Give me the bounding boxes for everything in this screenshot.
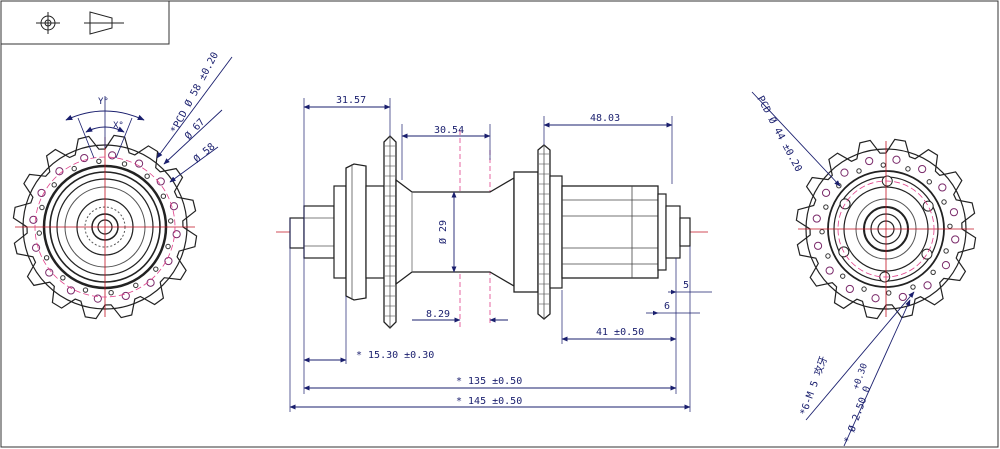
right-end-view <box>795 138 977 320</box>
spoke-hole <box>910 284 916 290</box>
spoke-hole <box>865 156 874 166</box>
spoke-hole <box>905 166 911 172</box>
spoke-hole <box>146 278 155 287</box>
spoke-hole <box>923 281 932 290</box>
spoke-hole <box>66 286 76 295</box>
spoke-hole <box>941 199 947 205</box>
spoke-hole <box>96 158 102 164</box>
spoke-hole <box>921 248 933 260</box>
spoke-hole <box>36 230 42 236</box>
spoke-hole <box>845 284 854 294</box>
spoke-hole <box>43 255 50 261</box>
spoke-hole <box>37 188 46 198</box>
spoke-hole <box>938 183 947 192</box>
spoke-hole <box>943 248 949 254</box>
spoke-hole <box>164 256 173 266</box>
dim-48-03-label: 48.03 <box>590 113 620 124</box>
spoke-hole <box>823 204 829 210</box>
spoke-hole <box>949 208 959 217</box>
spoke-hole <box>156 177 165 186</box>
spoke-hole <box>861 286 867 292</box>
position-tolerance-icon <box>36 12 60 34</box>
right-flange-teeth <box>539 153 549 305</box>
pcd-44-label: PCD Ø 44 ±0.20 <box>754 94 804 174</box>
right-rotor-bolt-holes <box>838 175 934 283</box>
spoke-hole <box>93 294 102 303</box>
spoke-hole <box>39 204 45 211</box>
hole-diameter-label: * Ø 2.50 0 <box>842 384 874 445</box>
spoke-hole <box>871 294 880 303</box>
spoke-hole <box>60 275 66 281</box>
spoke-hole <box>153 266 159 272</box>
spoke-hole <box>71 165 77 172</box>
spoke-hole <box>926 179 932 185</box>
spoke-hole <box>108 290 114 296</box>
title-block <box>0 0 170 45</box>
angle-x-label: X° <box>113 121 124 131</box>
right-spoke-holes <box>812 155 960 303</box>
spoke-hole <box>951 235 960 244</box>
spoke-hole <box>819 229 825 235</box>
spoke-hole <box>82 287 89 293</box>
spoke-hole <box>880 162 886 168</box>
dia-58-label: Ø 58 <box>191 141 217 166</box>
dim-31-57-label: 31.57 <box>336 95 366 106</box>
spoke-hole <box>821 188 831 197</box>
spoke-hole <box>840 273 846 279</box>
left-spoke-holes <box>29 151 181 303</box>
dim-5-label: 5 <box>683 280 689 291</box>
spoke-hole <box>812 214 821 223</box>
dim-d29-label: Ø 29 <box>437 220 449 244</box>
spoke-hole <box>892 155 901 164</box>
thread-label: *6-M 5 攻牙 <box>797 354 830 417</box>
side-view-dimensions: 31.57 30.54 48.03 Ø 29 8.29 41 ±0.50 5 6… <box>289 95 712 412</box>
spoke-hole <box>825 266 834 275</box>
hub-side-view <box>276 130 708 330</box>
left-end-view <box>12 134 198 320</box>
spoke-hole <box>108 151 117 160</box>
spoke-hole <box>51 182 57 188</box>
angle-y-label: Y° <box>98 97 109 107</box>
spoke-hole <box>165 243 171 250</box>
first-angle-projection-icon <box>84 11 124 35</box>
spoke-hole <box>31 243 41 252</box>
spoke-hole <box>886 290 892 296</box>
dim-6-label: 6 <box>664 301 670 312</box>
spoke-hole <box>168 218 174 224</box>
spoke-hole <box>45 268 54 277</box>
spoke-hole <box>144 173 150 179</box>
spoke-hole <box>160 193 167 199</box>
dim-30-54-label: 30.54 <box>434 125 464 136</box>
left-flange-teeth <box>385 145 395 317</box>
dim-145-label: * 145 ±0.50 <box>456 396 522 407</box>
spoke-hole <box>941 261 951 270</box>
spoke-hole <box>825 253 831 259</box>
spoke-hole <box>856 168 862 174</box>
spoke-hole <box>813 241 823 250</box>
spoke-hole <box>918 164 927 174</box>
spoke-hole <box>80 153 89 163</box>
spoke-hole <box>930 269 936 275</box>
spoke-hole <box>133 282 139 289</box>
spoke-hole <box>922 200 934 212</box>
spoke-hole <box>840 168 849 177</box>
spoke-hole <box>121 161 128 167</box>
dim-135-label: * 135 ±0.50 <box>456 376 522 387</box>
spoke-hole <box>898 292 907 302</box>
spoke-hole <box>947 223 953 229</box>
dim-41-label: 41 ±0.50 <box>596 327 644 338</box>
dim-15-30-label: * 15.30 ±0.30 <box>356 350 434 361</box>
dim-8-29-label: 8.29 <box>426 309 450 320</box>
